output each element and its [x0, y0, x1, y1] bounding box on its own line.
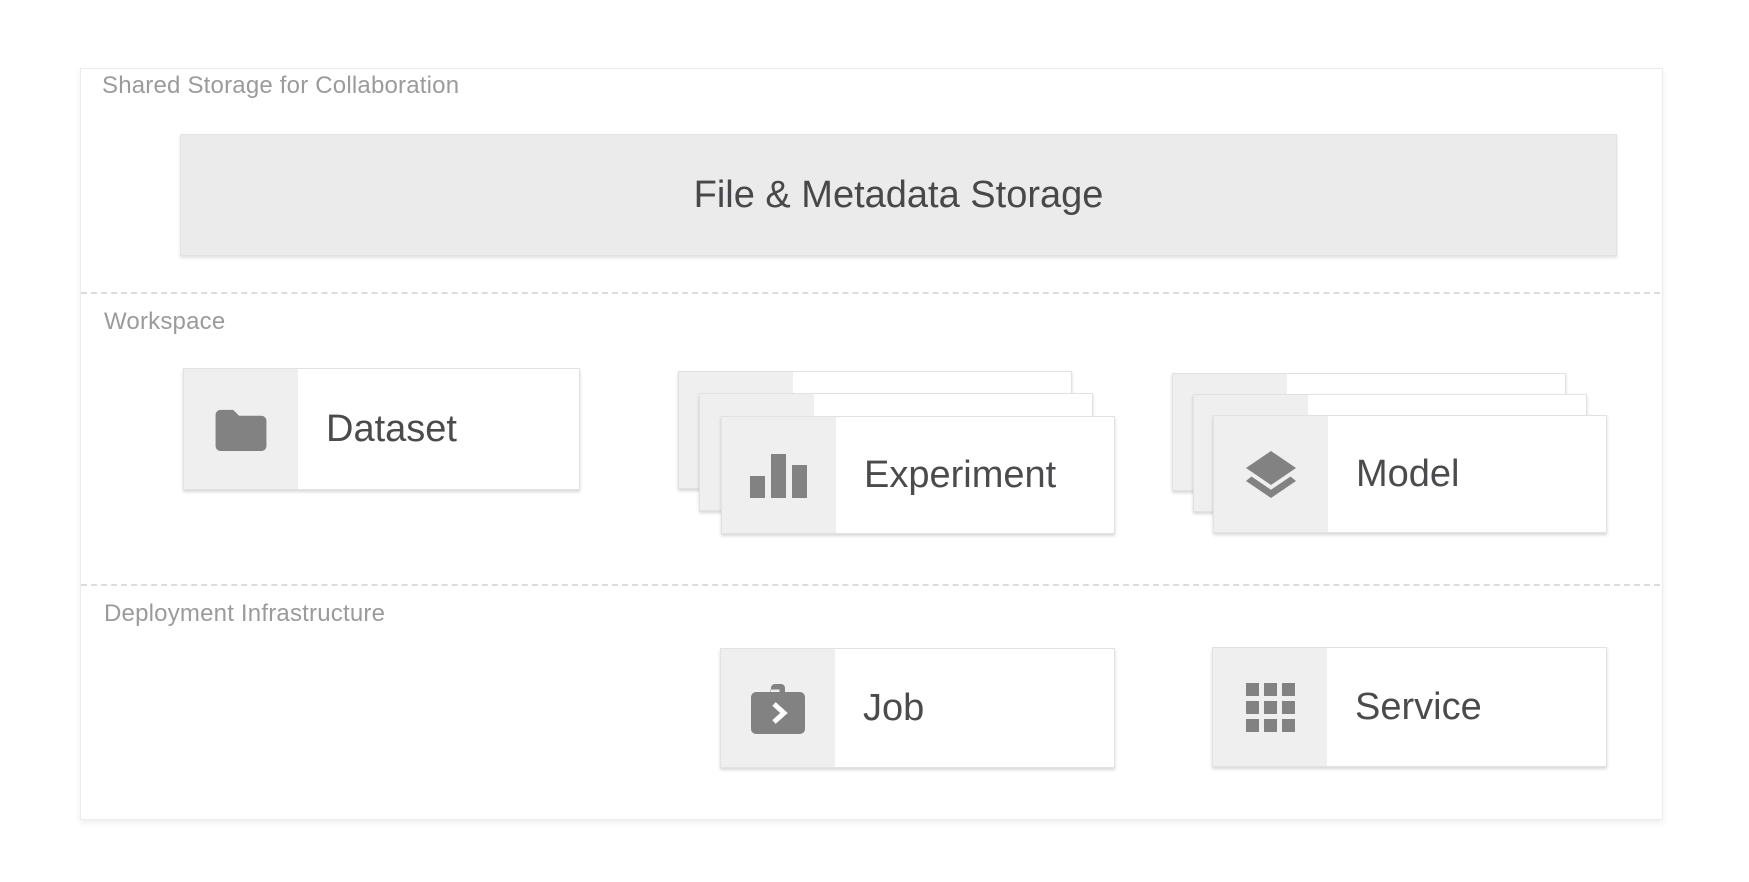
- icon-panel: [722, 417, 836, 533]
- icon-panel: [1214, 416, 1328, 532]
- briefcase-run-icon: [751, 683, 805, 734]
- node-model: Model: [1213, 415, 1607, 533]
- node-label-storage: File & Metadata Storage: [693, 173, 1104, 216]
- section-label-workspace: Workspace: [104, 308, 226, 335]
- section-divider-top: [81, 292, 1660, 294]
- node-label-job: Job: [863, 686, 925, 729]
- section-label-deployment: Deployment Infrastructure: [104, 600, 386, 627]
- node-label-experiment: Experiment: [864, 453, 1057, 496]
- folder-icon: [215, 409, 267, 451]
- bar-chart-icon: [750, 453, 807, 498]
- section-divider-bottom: [81, 584, 1660, 586]
- node-label-dataset: Dataset: [326, 407, 457, 450]
- icon-panel: [184, 369, 298, 489]
- node-label-model: Model: [1356, 452, 1460, 495]
- node-job: Job: [720, 648, 1115, 768]
- node-service: Service: [1212, 647, 1607, 767]
- section-label-shared-storage: Shared Storage for Collaboration: [102, 72, 460, 99]
- layers-icon: [1246, 450, 1296, 498]
- node-file-metadata-storage: File & Metadata Storage: [180, 134, 1617, 256]
- icon-panel: [721, 649, 835, 767]
- apps-grid-icon: [1245, 682, 1295, 732]
- node-experiment: Experiment: [721, 416, 1115, 534]
- node-label-service: Service: [1355, 685, 1482, 728]
- icon-panel: [1213, 648, 1327, 766]
- node-dataset: Dataset: [183, 368, 580, 490]
